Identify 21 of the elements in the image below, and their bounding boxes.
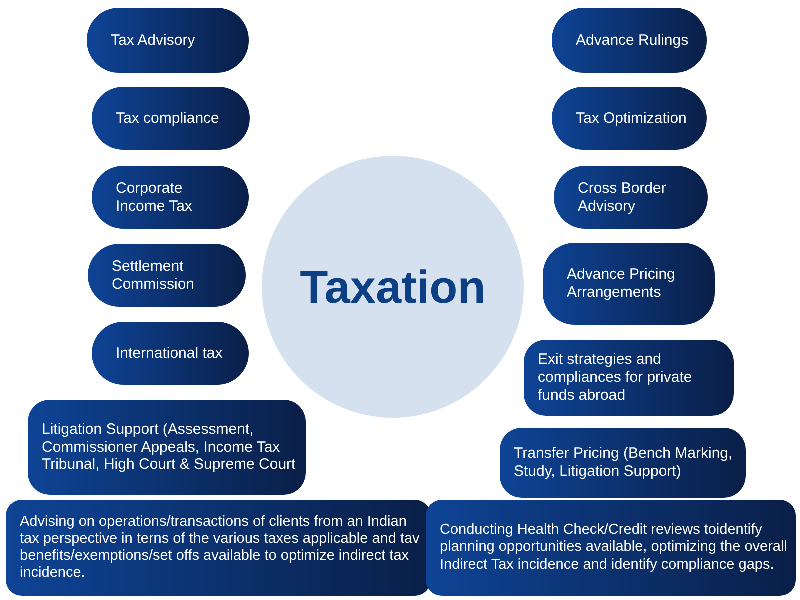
service-label: Settlement Commission: [112, 258, 196, 294]
service-label: Advance Pricing Arrangements: [567, 266, 676, 302]
service-label: Litigation Support (Assessment, Commissioner Appeals, Income Tax Tribunal, High Court & Supreme Court: [42, 420, 297, 474]
service-label: Tax Advisory: [111, 32, 196, 50]
service-label: Tax Optimization: [576, 110, 687, 128]
service-label: Cross Border Advisory: [578, 180, 668, 216]
service-label: Exit strategies and compliances for private funds abroad: [538, 351, 694, 405]
service-pill: [500, 428, 746, 498]
service-label: Advance Rulings: [576, 32, 689, 50]
service-label: Corporate Income Tax: [116, 180, 194, 216]
service-pill: [28, 400, 306, 495]
description-card: [426, 500, 796, 596]
service-pill: [543, 243, 715, 325]
service-label: International tax: [116, 344, 223, 362]
service-label: Tax compliance: [116, 110, 220, 128]
topic-title: Taxation: [300, 264, 486, 310]
service-pill: [524, 340, 734, 416]
description-card: [6, 500, 431, 596]
description-text: Conducting Health Check/Credit reviews toidentify planning opportunities available, optimizing the overall Indirect Tax incidence and identify compliance gaps.: [440, 522, 788, 574]
description-text: Advising on operations/transactions of clients from an Indian tax perspective in terns of the various taxes applicable and tav benefits/exemptions/set offs available to optimize indirect tax incidence.: [20, 514, 421, 582]
service-label: Transfer Pricing (Bench Marking, Study, Litigation Support): [514, 445, 734, 481]
